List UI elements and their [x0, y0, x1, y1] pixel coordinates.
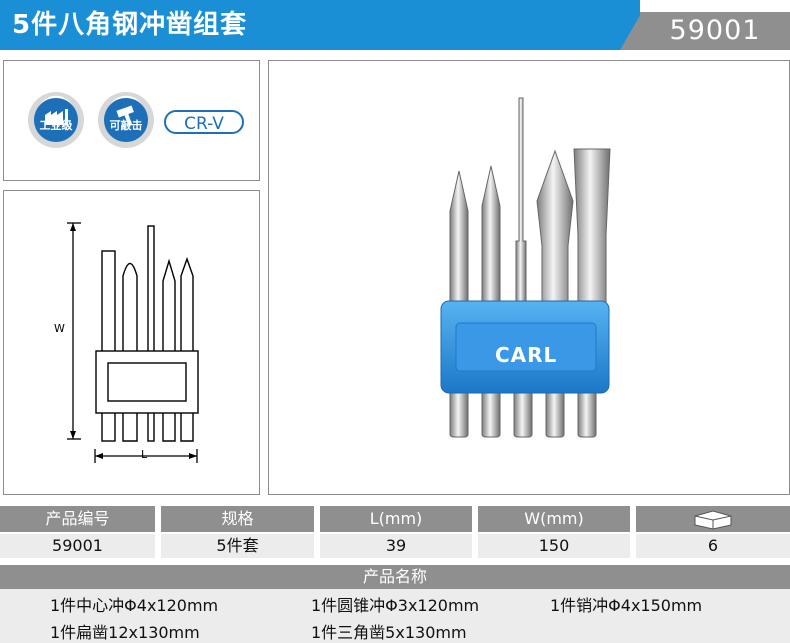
badge-label: 工业级	[39, 119, 73, 132]
model-code: 59001	[640, 12, 790, 50]
hammer-icon	[116, 105, 134, 127]
dimension-diagram	[67, 222, 199, 463]
header: 5件八角钢冲凿组套 59001	[0, 0, 790, 50]
header-spec: 规格	[161, 506, 314, 532]
badge-label: 可敲击	[109, 119, 143, 132]
spec-table-header: 产品编号 规格 L(mm) W(mm)	[0, 506, 790, 532]
list-item: 1件扁凿12x130mm	[50, 623, 200, 642]
list-item: 1件圆锥冲Φ3x120mm	[311, 596, 480, 615]
value-w: 150	[478, 534, 630, 558]
header-product-code: 产品编号	[0, 506, 155, 532]
list-item: 1件销冲Φ4x150mm	[550, 596, 703, 615]
code-bar-cut	[620, 12, 642, 50]
product-photo-panel: CARL	[268, 60, 790, 495]
header-package	[636, 506, 790, 532]
header-w: W(mm)	[478, 506, 630, 532]
product-photo	[440, 97, 611, 438]
triangle-chisel-icon	[536, 149, 574, 312]
badges-panel: 工业级 可敲击 CR-V	[3, 60, 260, 181]
industrial-badge: 工业级	[28, 92, 84, 148]
box-icon	[694, 510, 732, 530]
l-label: L	[141, 448, 148, 461]
value-l: 39	[320, 534, 472, 558]
list-item: 1件中心冲Φ4x120mm	[50, 596, 219, 615]
w-label: W	[54, 322, 65, 335]
factory-icon	[45, 109, 68, 125]
taper-punch-icon	[481, 165, 501, 312]
product-names-list: 1件中心冲Φ4x120mm 1件圆锥冲Φ3x120mm 1件销冲Φ4x150mm…	[0, 589, 790, 643]
value-spec: 5件套	[161, 534, 314, 558]
pin-punch-icon	[515, 97, 527, 312]
striking-badge: 可敲击	[98, 92, 154, 148]
list-item: 1件三角凿5x130mm	[311, 623, 467, 642]
value-product-code: 59001	[0, 534, 155, 558]
diagram-panel: W L	[3, 190, 260, 495]
crv-badge: CR-V	[164, 110, 244, 134]
flat-chisel-icon	[573, 148, 611, 312]
product-names-title: 产品名称	[0, 565, 790, 589]
page-title: 5件八角钢冲凿组套	[0, 0, 640, 50]
spec-table-row: 59001 5件套 39 150 6	[0, 534, 790, 558]
center-punch-icon	[449, 170, 469, 312]
value-package: 6	[636, 534, 790, 558]
brand-logo: CARL	[495, 343, 558, 367]
header-l: L(mm)	[320, 506, 472, 532]
